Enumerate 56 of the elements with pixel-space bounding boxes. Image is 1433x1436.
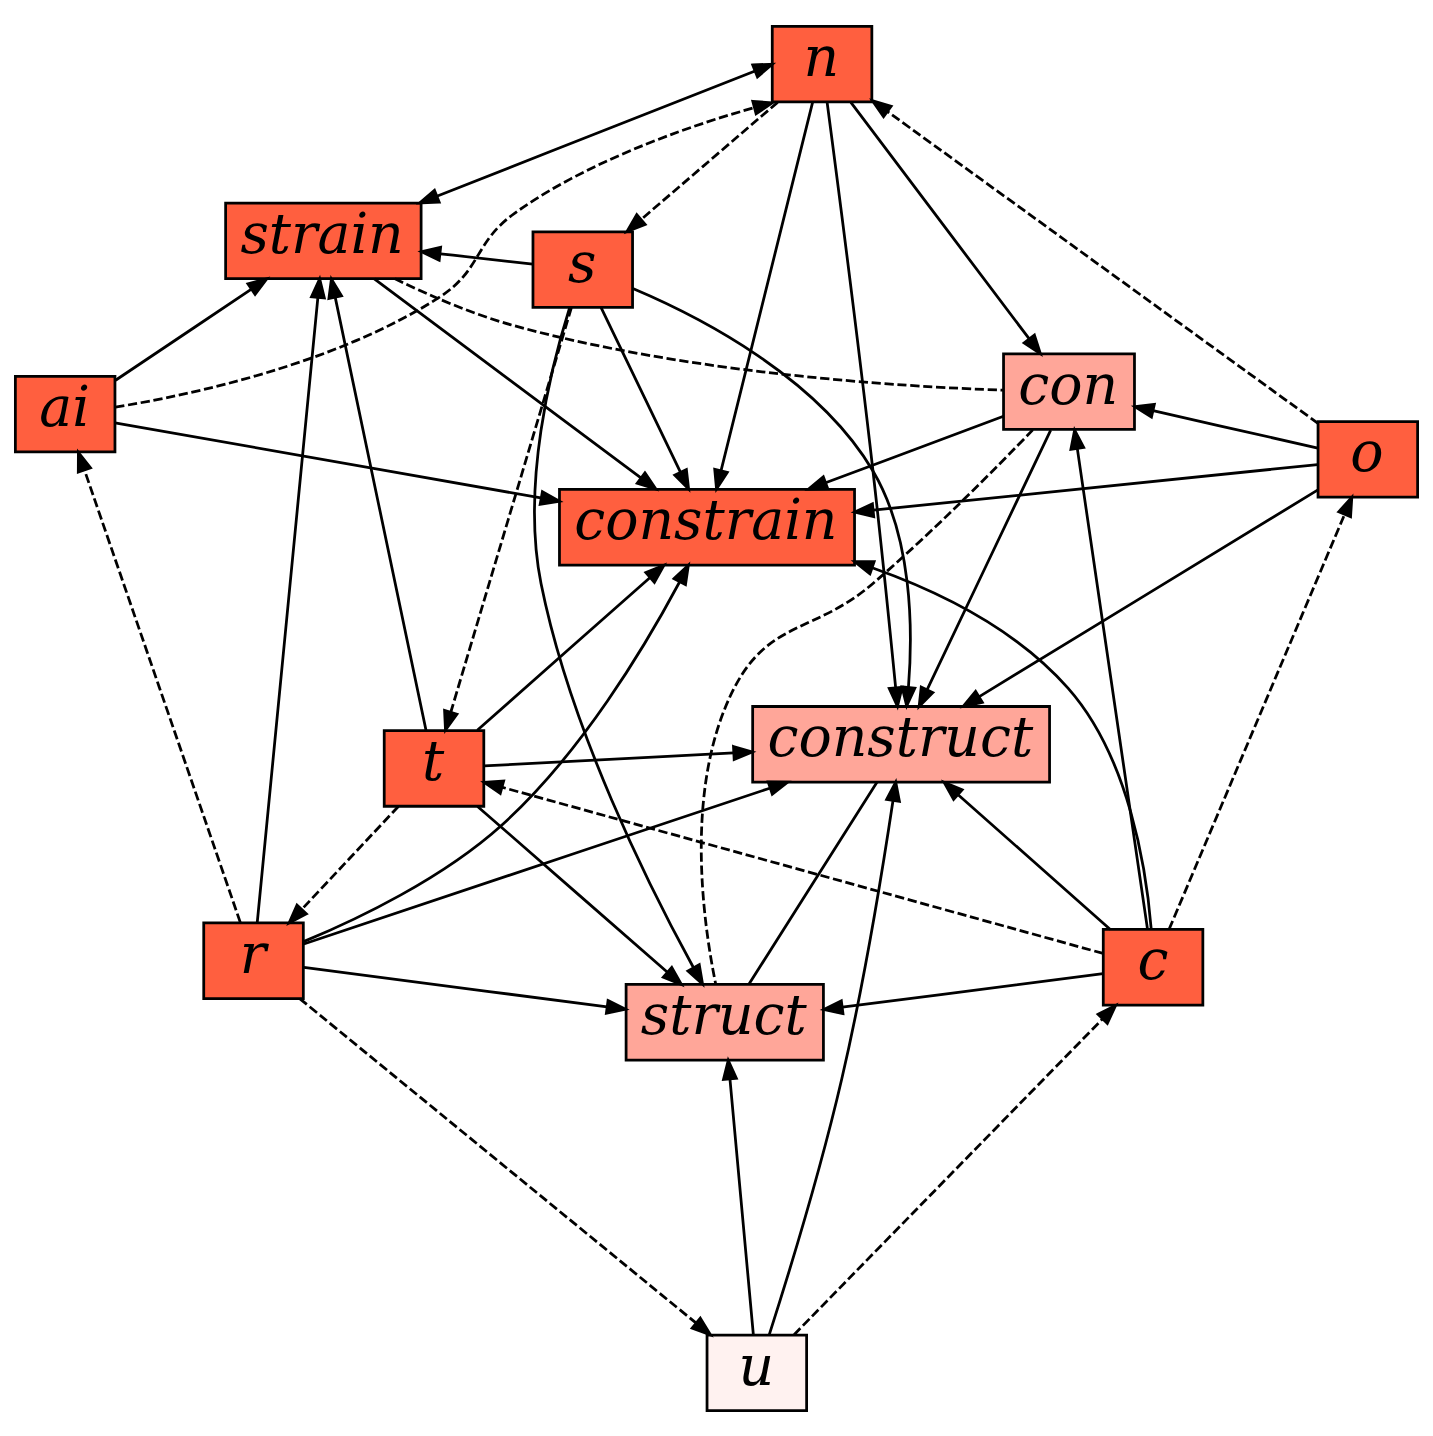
arrow bbox=[480, 779, 1104, 955]
connector bbox=[699, 428, 1034, 984]
connector bbox=[748, 781, 879, 984]
arrow bbox=[533, 306, 705, 988]
node-box: con bbox=[1002, 351, 1136, 431]
arrow bbox=[1069, 425, 1149, 929]
arrow bbox=[299, 997, 714, 1338]
arrow bbox=[303, 780, 792, 945]
arrow bbox=[819, 971, 1104, 1015]
arrow bbox=[849, 101, 1043, 357]
arrow bbox=[850, 559, 1153, 929]
arrow bbox=[1130, 402, 1319, 449]
node-box: s bbox=[531, 229, 634, 309]
node-box: c bbox=[1101, 927, 1205, 1006]
arrow bbox=[76, 448, 242, 923]
arrow bbox=[623, 100, 779, 234]
arrow bbox=[286, 805, 400, 926]
arrow bbox=[850, 462, 1318, 518]
arrow bbox=[940, 779, 1112, 930]
node-box: ai bbox=[14, 374, 117, 453]
arrow bbox=[417, 245, 533, 265]
arrow bbox=[713, 101, 814, 493]
arrow bbox=[632, 286, 917, 710]
arrow bbox=[303, 965, 630, 1015]
node-box: constrain bbox=[558, 487, 856, 566]
node-box: r bbox=[202, 921, 305, 1000]
arrow bbox=[114, 276, 271, 381]
arrow bbox=[476, 804, 685, 987]
node-box: construct bbox=[751, 704, 1051, 783]
arrow bbox=[415, 62, 777, 205]
arrow bbox=[959, 488, 1319, 709]
arrow bbox=[1167, 492, 1354, 930]
arrow bbox=[767, 777, 902, 1335]
arrow bbox=[483, 744, 757, 767]
arrow bbox=[443, 307, 573, 734]
node-box: u bbox=[705, 1333, 808, 1412]
arrow bbox=[115, 99, 777, 408]
node-box: o bbox=[1316, 419, 1419, 499]
arrow bbox=[114, 421, 564, 506]
connector bbox=[394, 277, 1003, 392]
arrow bbox=[373, 277, 660, 492]
arrow bbox=[721, 1055, 755, 1335]
arrow bbox=[869, 97, 1319, 424]
node-box: struct bbox=[624, 982, 825, 1061]
arrow bbox=[255, 274, 327, 923]
node-box: n bbox=[770, 24, 874, 103]
arrow bbox=[599, 306, 691, 493]
arrow bbox=[327, 274, 428, 731]
arrow bbox=[804, 414, 1004, 491]
arrow bbox=[825, 101, 904, 710]
arrow bbox=[793, 1002, 1119, 1336]
node-box: t bbox=[382, 728, 486, 808]
arrow bbox=[917, 429, 1052, 710]
node-box: strain bbox=[224, 201, 423, 280]
arrow bbox=[476, 562, 668, 731]
arrow bbox=[303, 561, 691, 943]
